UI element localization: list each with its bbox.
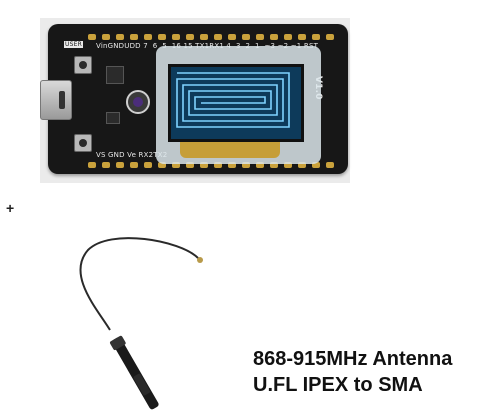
led-icon	[126, 90, 150, 114]
plus-sign: +	[6, 200, 15, 216]
top-header-pins	[88, 34, 338, 40]
sma-antenna-icon	[110, 335, 159, 410]
lora-oled-board: USER VinGNDUDD 7 6 5 16 15 TX1RX1 4 3 2 …	[40, 24, 348, 174]
ufl-connector-icon	[197, 257, 203, 263]
oled-pattern-icon	[176, 72, 290, 128]
bottom-header-pins	[88, 162, 338, 168]
user-label: USER	[64, 41, 83, 48]
oled-ribbon-cable	[180, 142, 280, 158]
antenna-cable-icon	[79, 237, 203, 410]
antenna-caption-line1: 868-915MHz Antenna	[253, 348, 453, 370]
oled-display-screen	[168, 64, 304, 142]
reset-button	[74, 134, 92, 152]
antenna-caption-line2: U.FL IPEX to SMA	[253, 374, 423, 396]
bottom-pin-labels: VS GND Ve RX2TX2	[96, 151, 168, 159]
user-button	[74, 56, 92, 74]
chip-component	[106, 66, 124, 84]
micro-usb-connector	[40, 80, 72, 120]
small-chip-component	[106, 112, 120, 124]
